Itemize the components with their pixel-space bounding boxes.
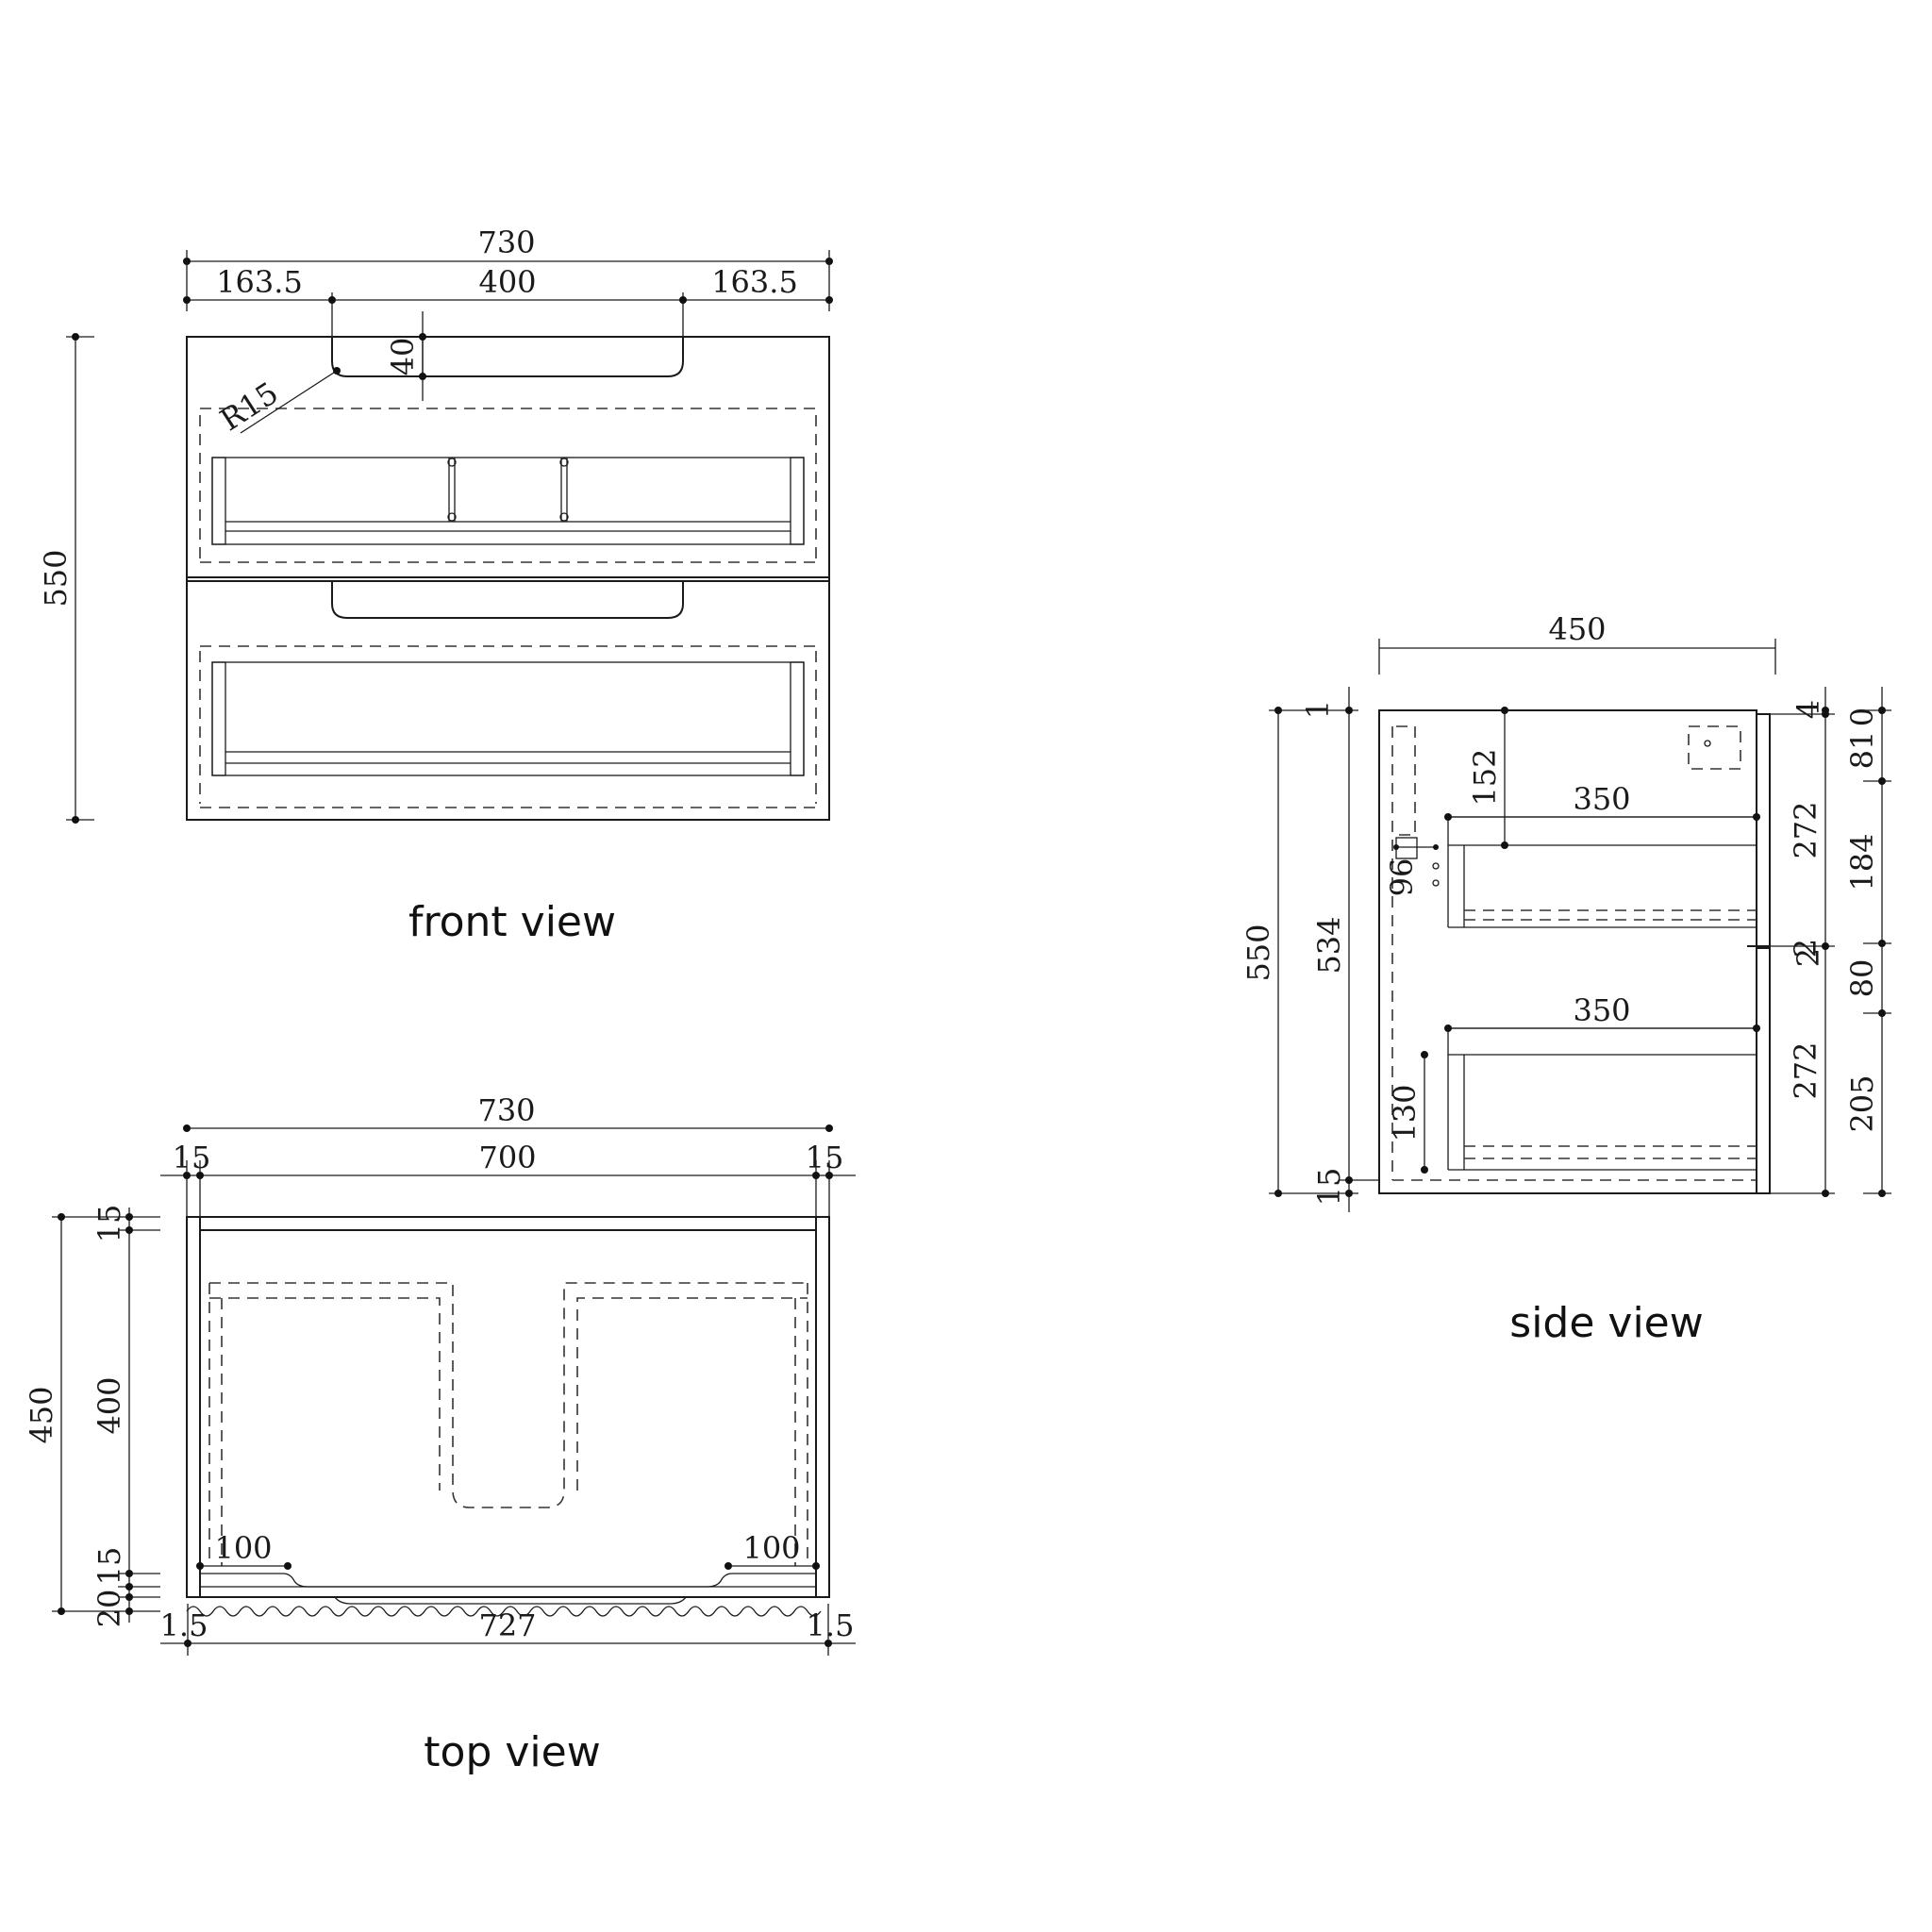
front-dim-right-margin: 163.5 (711, 264, 798, 300)
side-dim-hardware: 96 (1384, 858, 1420, 897)
bottom-drawer-box (211, 661, 805, 776)
top-drawer-cutout (209, 1282, 808, 1508)
side-dim-carcass-height: 534 (1311, 916, 1347, 974)
front-view-caption: front view (408, 898, 616, 946)
side-dim-r-c: 184 (1844, 833, 1880, 891)
side-dim-r-d: 80 (1844, 959, 1880, 998)
top-dim-overall-width: 730 (477, 1092, 535, 1128)
top-dim-notch-left: 100 (214, 1530, 272, 1566)
side-dim-r-b: 81 (1844, 731, 1880, 770)
side-dim-drawer2-front: 272 (1788, 1041, 1824, 1099)
front-dim-height: 550 (38, 549, 74, 607)
side-dim-drawer1-depth: 350 (1573, 781, 1630, 817)
side-dim-height: 550 (1241, 924, 1276, 981)
top-front-wave (186, 1606, 822, 1617)
side-front-panel-bottom (1756, 947, 1771, 1194)
top-dim-clearance-left: 1.5 (160, 1607, 208, 1643)
side-dim-r-e: 205 (1844, 1074, 1880, 1132)
side-drawer-1 (1447, 816, 1757, 845)
top-dim-depth: 450 (24, 1386, 59, 1443)
top-dim-front-gap: 15 (92, 1547, 127, 1586)
side-drawer-2 (1447, 1027, 1757, 1055)
front-dim-handle-depth: 40 (385, 338, 421, 376)
side-hardware-bracket (1688, 725, 1741, 770)
side-dim-r-top: 4 (1790, 700, 1826, 719)
side-dim-r-mid-b: 2 (1790, 948, 1826, 967)
side-dim-r-a: 0 (1844, 708, 1880, 726)
side-view: 450 550 1 534 15 152 96 130 350 350 (1241, 611, 1891, 1347)
top-dim-side-left: 15 (173, 1140, 211, 1175)
top-dim-notch-right: 100 (742, 1530, 800, 1566)
top-view: 730 15 700 15 450 15 400 15 20 100 (24, 1092, 856, 1776)
bottom-drawer-handle-notch (331, 581, 684, 619)
top-cabinet-outline (186, 1216, 830, 1598)
side-dim-base: 15 (1311, 1168, 1347, 1207)
side-dim-top-gap: 1 (1300, 700, 1336, 719)
side-dim-drawer1-front: 272 (1788, 801, 1824, 858)
top-dim-side-right: 15 (806, 1140, 844, 1175)
top-dim-inner-depth: 400 (92, 1376, 127, 1434)
top-view-caption: top view (424, 1728, 600, 1776)
side-dim-drawer2-depth: 350 (1573, 992, 1630, 1028)
front-dim-left-margin: 163.5 (216, 264, 303, 300)
top-handle-recess (200, 1573, 816, 1588)
top-dim-front-offset: 20 (92, 1590, 127, 1628)
front-dim-overall-width: 730 (477, 225, 535, 260)
front-view: 730 163.5 400 163.5 40 R15 550 front vie… (38, 225, 833, 946)
side-dim-top-offset: 152 (1467, 748, 1503, 806)
top-drawer-handle-notch (187, 336, 829, 377)
top-dim-front-width: 727 (478, 1607, 536, 1643)
side-dim-lower-offset: 130 (1387, 1084, 1423, 1141)
top-dim-inner-width: 700 (478, 1140, 536, 1175)
top-dim-back-panel: 15 (92, 1205, 127, 1243)
side-dim-depth: 450 (1548, 611, 1606, 647)
side-front-panel-top (1756, 713, 1771, 947)
side-dim-r-mid-a: 2 (1788, 939, 1824, 958)
side-view-caption: side view (1509, 1299, 1703, 1347)
top-dim-clearance-right: 1.5 (807, 1607, 855, 1643)
front-dim-handle-width: 400 (478, 264, 536, 300)
side-wall-bracket (1396, 725, 1416, 836)
side-carcass-outline (1378, 709, 1757, 1194)
front-dim-radius: R15 (213, 375, 284, 438)
